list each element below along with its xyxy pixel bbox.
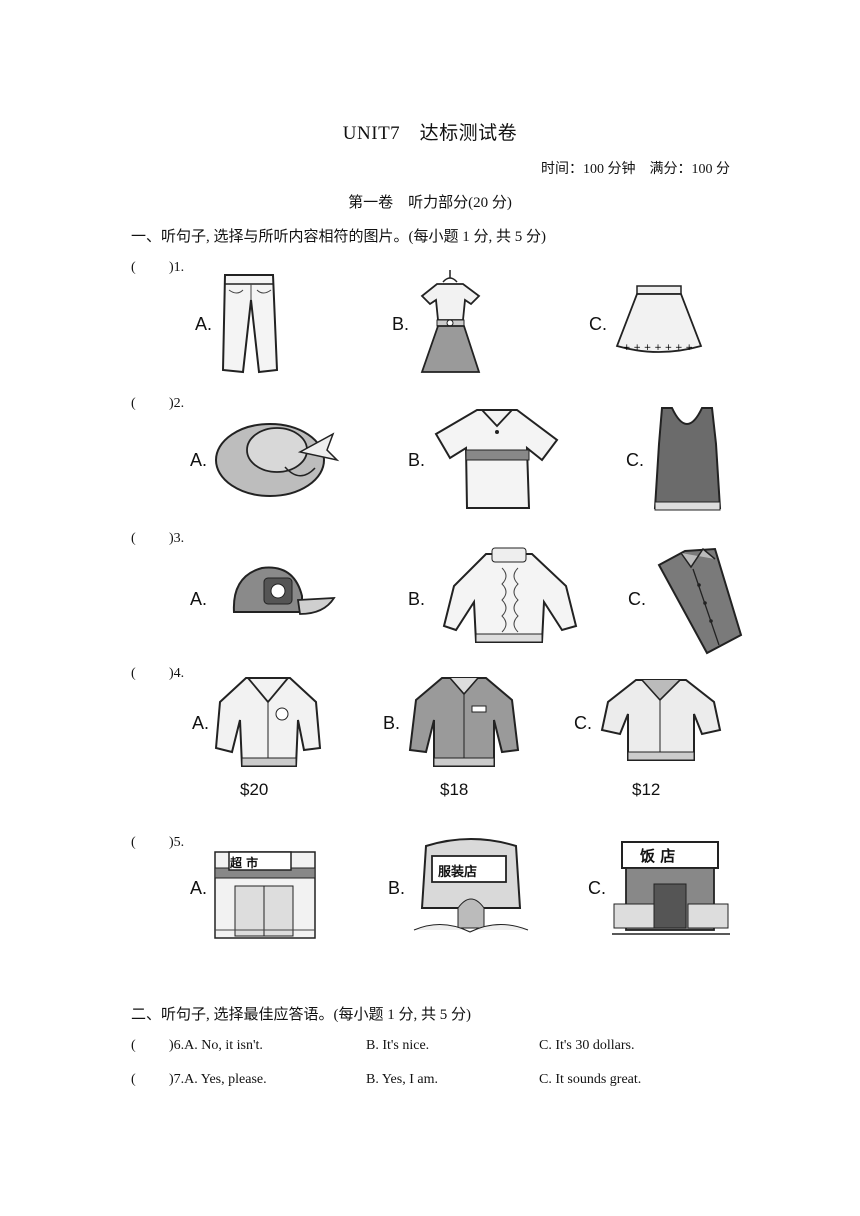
shop-icon [413, 838, 529, 933]
q6-option-a[interactable]: A. No, it isn't. [184, 1038, 263, 1053]
cap-icon [232, 566, 336, 615]
section1-heading: 一、听句子, 选择与所听内容相符的图片。(每小题 1 分, 共 5 分) [131, 229, 546, 245]
q4-option-b-label[interactable]: B. [383, 713, 401, 733]
q1-option-a-label[interactable]: A. [195, 314, 213, 334]
q5-option-b-label[interactable]: B. [388, 878, 406, 898]
skirt-icon: + + + + + + + [615, 285, 703, 353]
question-2-number[interactable]: ()2. [131, 396, 185, 411]
q2-option-a-label[interactable]: A. [190, 450, 208, 470]
q4-option-c-label[interactable]: C. [574, 713, 592, 733]
jacket-icon [408, 677, 520, 767]
question-4-number[interactable]: ()4. [131, 666, 185, 681]
question-5-number[interactable]: ()5. [131, 835, 185, 850]
q5-sign-c: 饭 店 [640, 847, 676, 865]
question-1-number[interactable]: ()1. [131, 260, 185, 275]
page-title: UNIT7 达标测试卷 [342, 123, 518, 144]
sun-hat-icon [215, 423, 340, 497]
q7-option-b[interactable]: B. Yes, I am. [366, 1072, 438, 1087]
jacket-icon [214, 677, 322, 767]
svg-text:+ + + + + + +: + + + + + + + [623, 343, 693, 353]
q2-option-b-label[interactable]: B. [408, 450, 426, 470]
question-6-number[interactable]: ()6.A. No, it isn't. [131, 1038, 263, 1053]
q4-price-c: $12 [632, 780, 661, 799]
q7-option-a[interactable]: A. Yes, please. [184, 1072, 267, 1087]
q1-option-b-label[interactable]: B. [392, 314, 410, 334]
shirt-icon [657, 547, 743, 655]
dress-icon [420, 270, 481, 373]
question-3-number[interactable]: ()3. [131, 531, 185, 546]
restaurant-icon [612, 841, 730, 935]
tank-top-icon [653, 407, 722, 511]
q4-price-a: $20 [240, 780, 269, 799]
section2-heading: 二、听句子, 选择最佳应答语。(每小题 1 分, 共 5 分) [131, 1007, 471, 1023]
q5-option-c-label[interactable]: C. [588, 878, 606, 898]
q3-option-a-label[interactable]: A. [190, 589, 208, 609]
question-7-number[interactable]: ()7.A. Yes, please. [131, 1072, 267, 1087]
q6-option-c[interactable]: C. It's 30 dollars. [539, 1038, 635, 1053]
q3-option-c-label[interactable]: C. [628, 589, 646, 609]
q4-option-a-label[interactable]: A. [192, 713, 210, 733]
q7-option-c[interactable]: C. It sounds great. [539, 1072, 642, 1087]
shop-icon [214, 851, 316, 939]
q6-option-b[interactable]: B. It's nice. [366, 1038, 430, 1053]
q3-option-b-label[interactable]: B. [408, 589, 426, 609]
exam-timing: 时间：100 分钟 满分：100 分 [541, 162, 730, 177]
q5-option-a-label[interactable]: A. [190, 878, 208, 898]
q5-sign-a: 超 市 [230, 856, 259, 870]
trousers-icon [221, 274, 279, 374]
q4-price-b: $18 [440, 780, 469, 799]
q1-option-c-label[interactable]: C. [589, 314, 607, 334]
q5-sign-b: 服装店 [438, 865, 478, 880]
jacket-icon [600, 679, 722, 761]
polo-shirt-icon [434, 409, 559, 509]
part-heading: 第一卷 听力部分(20 分) [348, 195, 512, 211]
q2-option-c-label[interactable]: C. [626, 450, 644, 470]
sweater-icon [442, 547, 578, 643]
